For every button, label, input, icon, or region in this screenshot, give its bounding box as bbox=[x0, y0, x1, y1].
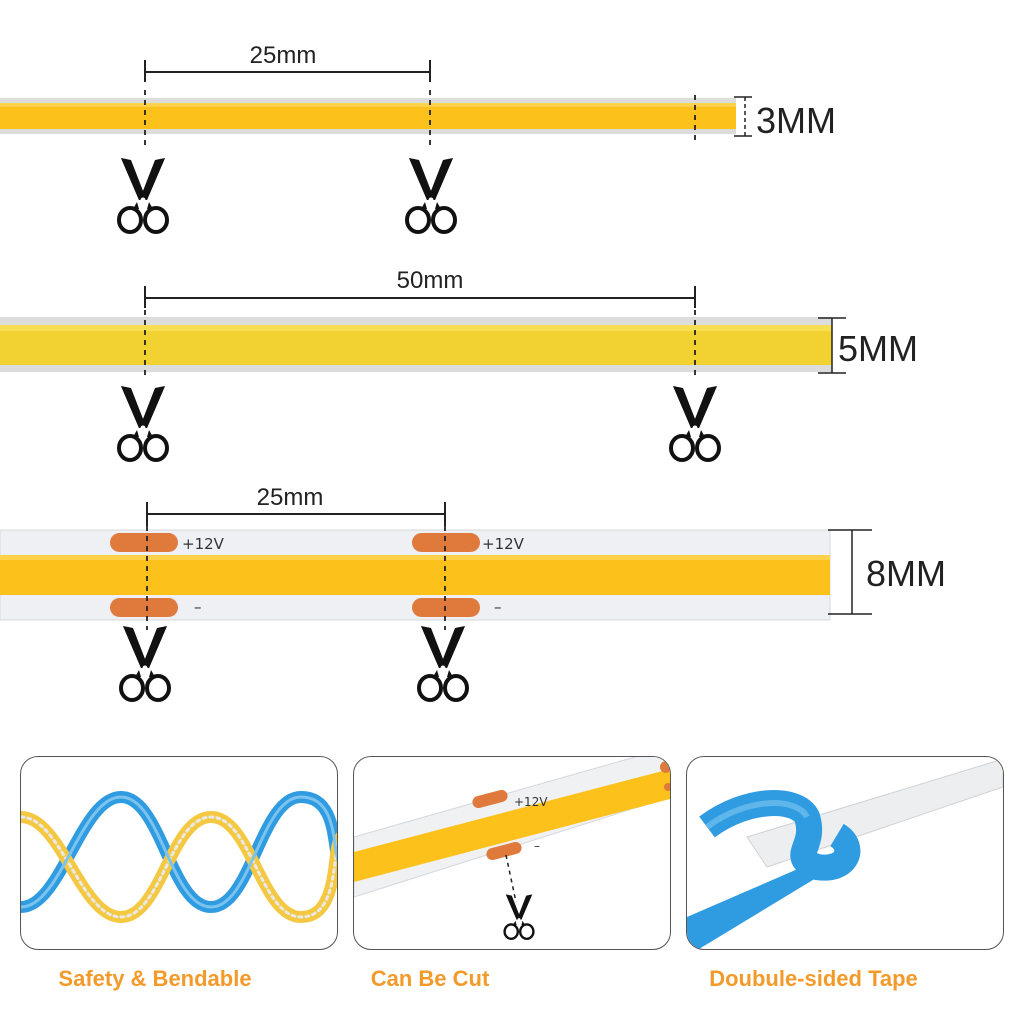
caption-cuttable: Can Be Cut bbox=[370, 966, 490, 991]
scissors-icon bbox=[405, 156, 457, 234]
spacing-label-strip2: 50mm bbox=[396, 267, 464, 294]
cut-guides-strip3 bbox=[146, 526, 446, 630]
strip-5mm bbox=[0, 317, 832, 372]
dimension-line-50mm bbox=[144, 286, 696, 308]
caption-bendable: Safety & Bendable bbox=[58, 966, 252, 991]
pad-plus-label: +12V bbox=[482, 535, 524, 553]
tape-strip-illustration bbox=[687, 758, 1003, 949]
width-bracket-3mm bbox=[734, 96, 752, 137]
width-label-strip3: 8MM bbox=[866, 553, 946, 594]
spacing-label-strip1: 25mm bbox=[249, 42, 317, 69]
width-bracket-5mm bbox=[818, 317, 846, 374]
panel-bendable bbox=[20, 756, 338, 950]
pad-plus-label: +12V bbox=[514, 795, 548, 809]
cut-guides-strip1 bbox=[144, 90, 696, 150]
panel-cuttable: +12V – bbox=[353, 756, 671, 950]
strip-8mm bbox=[0, 529, 831, 621]
width-bracket-8mm bbox=[828, 529, 872, 615]
pad-minus-label: – bbox=[534, 839, 540, 853]
scissors-icon bbox=[417, 624, 469, 702]
width-label-strip1: 3MM bbox=[756, 100, 836, 141]
cut-guides-strip2 bbox=[144, 310, 696, 380]
spiral-strip-illustration bbox=[21, 790, 337, 924]
spacing-label-strip3: 25mm bbox=[256, 484, 324, 511]
scissors-icon bbox=[117, 156, 169, 234]
cut-strip-illustration bbox=[354, 757, 670, 940]
scissors-icon bbox=[119, 624, 171, 702]
dimension-line-25mm-top bbox=[144, 60, 431, 82]
scissors-icon bbox=[669, 384, 721, 462]
strip-3mm bbox=[0, 98, 736, 134]
pad-plus-label: +12V bbox=[182, 535, 224, 553]
dimension-line-25mm-bottom bbox=[146, 502, 446, 526]
panel-tape bbox=[686, 756, 1004, 950]
width-label-strip2: 5MM bbox=[838, 328, 918, 369]
scissors-icon bbox=[117, 384, 169, 462]
pad-minus-label: – bbox=[494, 598, 502, 616]
caption-tape: Doubule-sided Tape bbox=[709, 966, 918, 991]
pad-minus-label: – bbox=[194, 598, 202, 616]
